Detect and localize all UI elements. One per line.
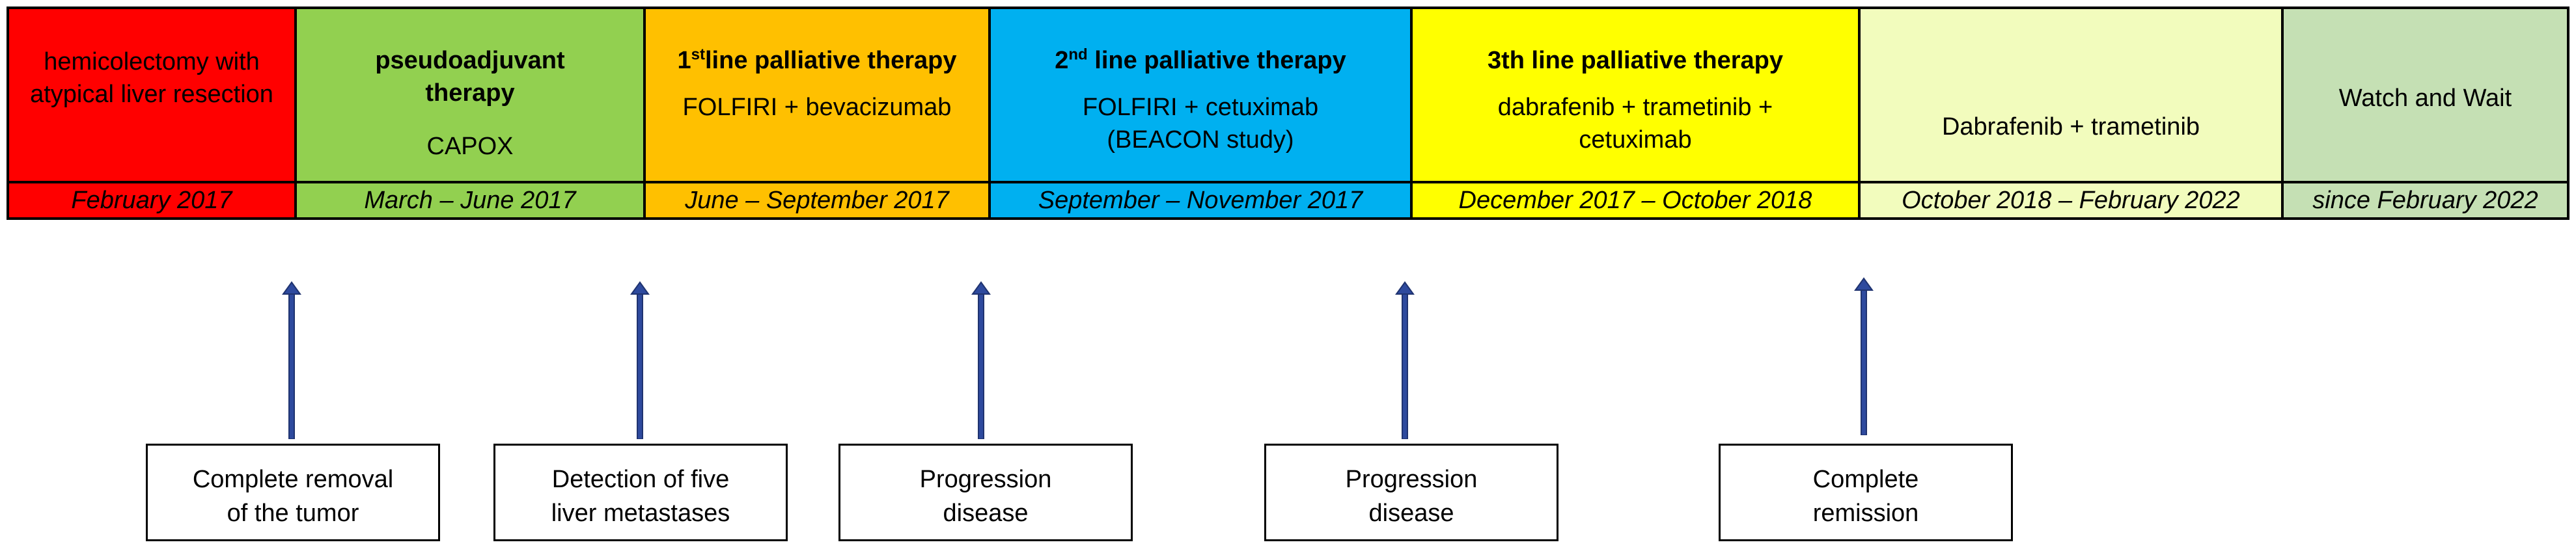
event-line-1: Complete removal <box>192 466 394 493</box>
phase-pseudoadjuvant-title: pseudoadjuvant therapy <box>375 47 565 107</box>
title-rest: line palliative therapy <box>705 47 957 74</box>
phase-first-line: 1stline palliative therapy FOLFIRI + bev… <box>646 7 991 220</box>
phase-pseudoadjuvant-date: March – June 2017 <box>297 181 646 220</box>
event-line-1: Detection of five <box>551 466 730 493</box>
phase-third-line: 3th line palliative therapy dabrafenib +… <box>1413 7 1861 220</box>
phase-surgery: hemicolectomy with atypical liver resect… <box>7 7 297 220</box>
phase-dabrafenib-date: October 2018 – February 2022 <box>1861 181 2284 220</box>
phase-first-line-date: June – September 2017 <box>646 181 991 220</box>
phase-watch-wait-header: Watch and Wait <box>2284 7 2569 183</box>
event-box-metastases: Detection of five liver metastases <box>493 444 788 541</box>
arrow-up-icon <box>971 281 991 439</box>
phase-dabrafenib-header: Dabrafenib + trametinib <box>1861 7 2284 183</box>
ordinal: 2 <box>1055 47 1069 74</box>
event-line-2: disease <box>1368 500 1454 527</box>
phase-dabrafenib-title: Dabrafenib + trametinib <box>1941 113 2200 141</box>
event-box-remission: Complete remission <box>1719 444 2013 541</box>
phase-watch-wait: Watch and Wait since February 2022 <box>2284 7 2569 220</box>
phase-second-line-title: 2nd line palliative therapy <box>991 44 1410 77</box>
phase-third-line-date: December 2017 – October 2018 <box>1413 181 1861 220</box>
phase-third-line-regimen-1: dabrafenib + trametinib + <box>1497 94 1773 121</box>
phase-first-line-title: 1stline palliative therapy <box>646 44 988 77</box>
arrow-up-icon <box>282 281 301 439</box>
phase-second-line: 2nd line palliative therapy FOLFIRI + ce… <box>991 7 1413 220</box>
event-line-2: of the tumor <box>227 500 359 527</box>
phase-second-line-header: 2nd line palliative therapy FOLFIRI + ce… <box>991 7 1413 183</box>
phase-pseudoadjuvant-regimen: CAPOX <box>426 133 514 160</box>
ordinal: 1 <box>677 47 691 74</box>
event-box-removal: Complete removal of the tumor <box>146 444 440 541</box>
phase-third-line-header: 3th line palliative therapy dabrafenib +… <box>1413 7 1861 183</box>
event-line-1: Progression <box>919 466 1052 493</box>
arrow-up-icon <box>1854 277 1874 435</box>
event-line-1: Complete <box>1812 466 1919 493</box>
phase-pseudoadjuvant-header: pseudoadjuvant therapy CAPOX <box>297 7 646 183</box>
phase-first-line-regimen: FOLFIRI + bevacizumab <box>682 94 952 121</box>
title-rest: line palliative therapy <box>1087 47 1346 74</box>
ordinal-suffix: st <box>691 46 705 64</box>
arrow-up-icon <box>630 281 650 439</box>
phase-surgery-title: hemicolectomy with atypical liver resect… <box>30 48 273 108</box>
event-line-1: Progression <box>1345 466 1478 493</box>
ordinal-suffix: nd <box>1068 46 1088 64</box>
phase-watch-wait-date: since February 2022 <box>2284 181 2569 220</box>
phase-watch-wait-title: Watch and Wait <box>2338 85 2512 112</box>
event-line-2: remission <box>1812 500 1919 527</box>
event-box-progression-1: Progression disease <box>838 444 1133 541</box>
phase-pseudoadjuvant: pseudoadjuvant therapy CAPOX March – Jun… <box>297 7 646 220</box>
phase-second-line-regimen-2: (BEACON study) <box>1107 126 1294 154</box>
phase-surgery-header: hemicolectomy with atypical liver resect… <box>7 7 297 183</box>
therapy-timeline: hemicolectomy with atypical liver resect… <box>7 7 2569 220</box>
phase-third-line-title: 3th line palliative therapy <box>1487 47 1784 74</box>
event-box-progression-2: Progression disease <box>1264 444 1558 541</box>
event-line-2: liver metastases <box>551 500 730 527</box>
phase-surgery-date: February 2017 <box>7 181 297 220</box>
event-line-2: disease <box>943 500 1029 527</box>
phase-dabrafenib: Dabrafenib + trametinib October 2018 – F… <box>1861 7 2284 220</box>
phase-second-line-regimen-1: FOLFIRI + cetuximab <box>1082 94 1319 121</box>
arrow-up-icon <box>1395 281 1415 439</box>
phase-second-line-date: September – November 2017 <box>991 181 1413 220</box>
phase-first-line-header: 1stline palliative therapy FOLFIRI + bev… <box>646 7 991 183</box>
phase-third-line-regimen-2: cetuximab <box>1579 126 1692 154</box>
